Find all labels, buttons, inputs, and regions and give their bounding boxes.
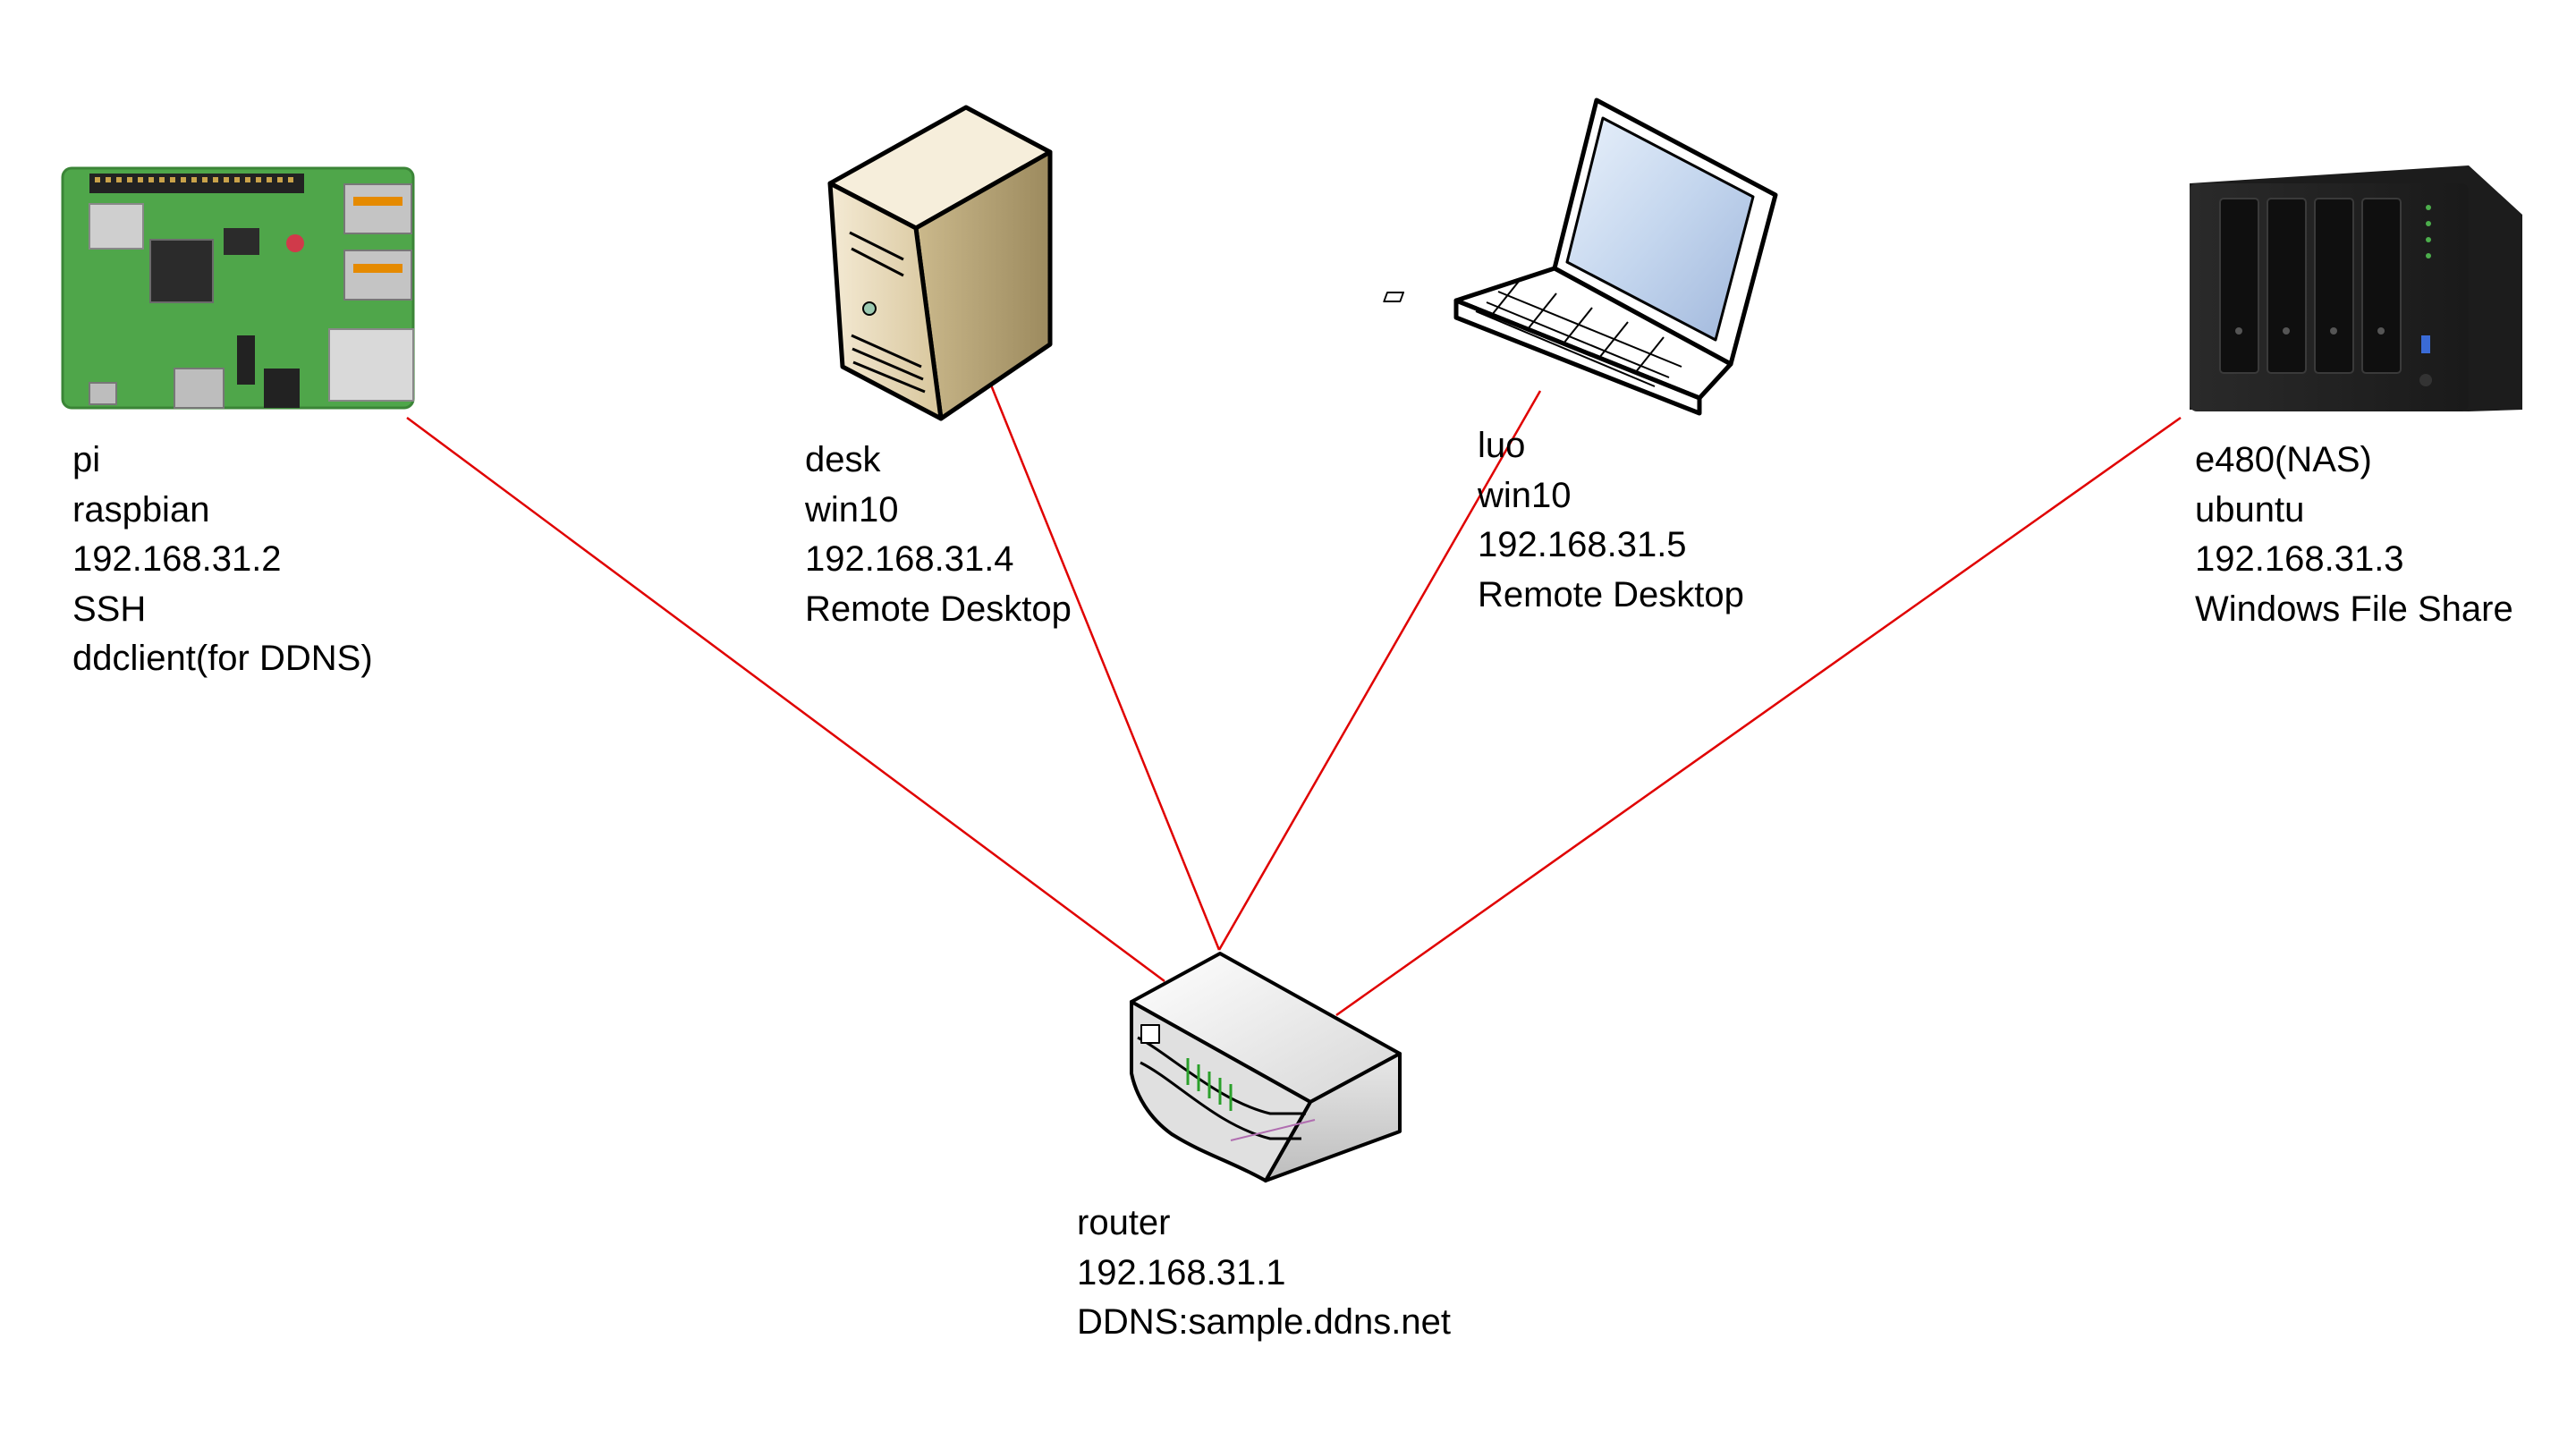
link-luo-router xyxy=(1217,390,1542,951)
luo-ip: 192.168.31.5 xyxy=(1478,525,1687,564)
pi-os: raspbian xyxy=(72,489,210,530)
desk-hostname: desk xyxy=(805,440,881,479)
luo-service: Remote Desktop xyxy=(1478,574,1744,614)
router-ip: 192.168.31.1 xyxy=(1077,1252,1286,1292)
desk-os: win10 xyxy=(805,489,899,530)
nas-server-icon xyxy=(2190,165,2522,411)
pi-service-ddclient: ddclient(for DDNS) xyxy=(72,639,373,678)
pi-hostname: pi xyxy=(72,440,101,479)
pi-service-ssh: SSH xyxy=(72,589,147,629)
router-ddns: DDNS:sample.ddns.net xyxy=(1077,1302,1451,1342)
nas-service: Windows File Share xyxy=(2195,589,2513,629)
luo-hostname: luo xyxy=(1478,426,1526,465)
laptop-icon xyxy=(1383,97,1778,416)
link-desk-router xyxy=(988,382,1221,951)
nas-hostname: e480(NAS) xyxy=(2195,440,2372,479)
nas-os: ubuntu xyxy=(2195,489,2305,530)
connection-lines xyxy=(406,382,2182,1017)
link-nas-router xyxy=(1335,416,2182,1017)
nas-node-label: e480(NAS) ubuntu 192.168.31.3 Windows Fi… xyxy=(2195,436,2513,634)
luo-os: win10 xyxy=(1478,475,1572,515)
router-icon xyxy=(1130,952,1402,1182)
router-node-label: router 192.168.31.1 DDNS:sample.ddns.net xyxy=(1077,1199,1451,1348)
router-hostname: router xyxy=(1077,1203,1171,1242)
desk-ip: 192.168.31.4 xyxy=(805,539,1014,579)
link-pi-router xyxy=(406,416,1165,983)
raspberry-pi-board-icon xyxy=(61,166,415,410)
nas-ip: 192.168.31.3 xyxy=(2195,539,2404,579)
desk-node-label: desk win10 192.168.31.4 Remote Desktop xyxy=(805,436,1072,634)
pi-node-label: pi raspbian 192.168.31.2 SSH ddclient(fo… xyxy=(72,436,373,684)
pi-ip: 192.168.31.2 xyxy=(72,539,282,579)
desktop-tower-icon xyxy=(827,105,1053,421)
desk-service: Remote Desktop xyxy=(805,589,1072,629)
luo-node-label: luo win10 192.168.31.5 Remote Desktop xyxy=(1478,421,1744,620)
